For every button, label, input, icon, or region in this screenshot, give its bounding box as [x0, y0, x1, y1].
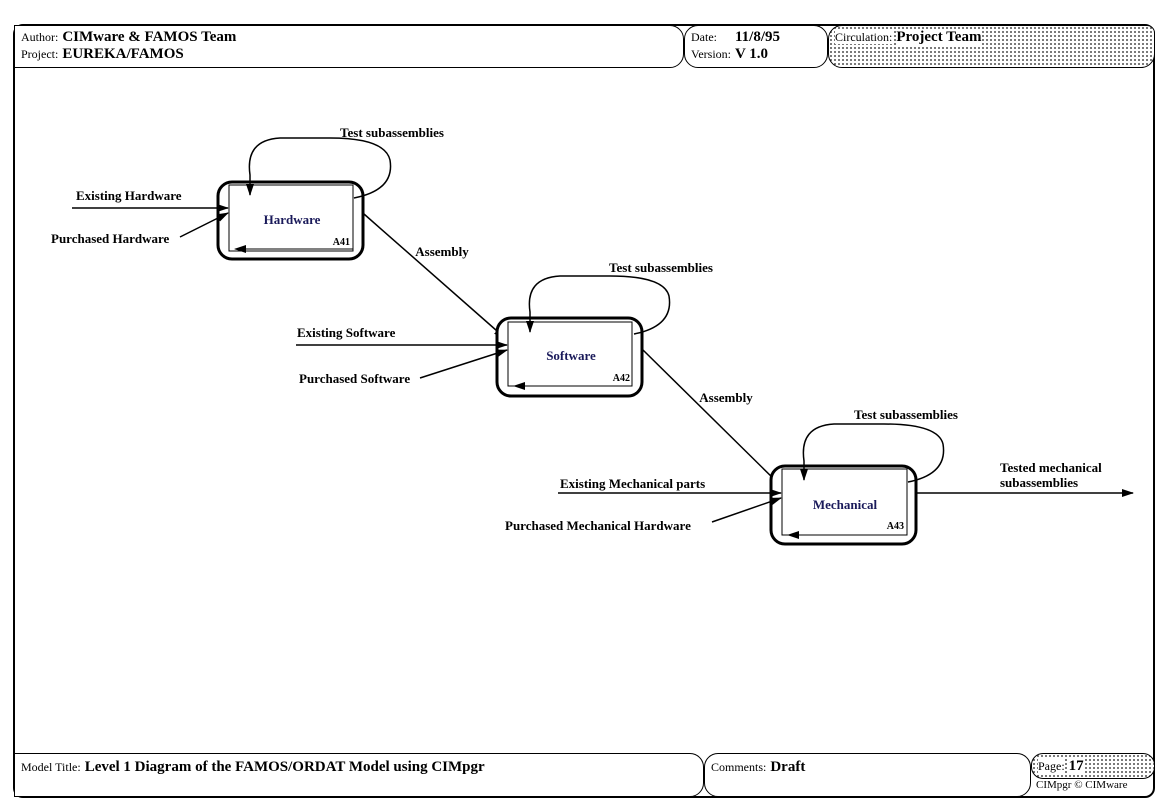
label-output-line2: subassemblies — [1000, 475, 1078, 490]
label-existing-hardware: Existing Hardware — [76, 188, 182, 203]
label-existing-software: Existing Software — [297, 325, 396, 340]
version-label: Version: — [691, 47, 731, 61]
model-title-value: Level 1 Diagram of the FAMOS/ORDAT Model… — [84, 759, 485, 775]
label-existing-mechanical: Existing Mechanical parts — [560, 476, 705, 491]
author-value: CIMware & FAMOS Team — [62, 29, 237, 45]
label-purchased-hardware: Purchased Hardware — [51, 231, 170, 246]
activity-name-hardware: Hardware — [264, 212, 321, 227]
activity-box-mechanical[interactable]: Mechanical A43 — [769, 464, 918, 546]
loop-test-software — [526, 275, 671, 335]
header-date-version-cell: Date: 11/8/95 Version: V 1.0 — [684, 25, 828, 68]
arrow-purchased-mechanical — [711, 497, 782, 523]
activity-id-a42: A42 — [613, 373, 630, 384]
version-value: V 1.0 — [735, 46, 769, 62]
activity-id-a43: A43 — [887, 521, 904, 532]
label-test-mechanical: Test subassemblies — [854, 407, 958, 422]
footer-comments-cell: Comments: Draft — [704, 753, 1031, 797]
project-value: EUREKA/FAMOS — [62, 46, 184, 62]
comments-value: Draft — [770, 759, 806, 775]
circulation-value: Project Team — [896, 29, 982, 45]
arrow-assembly-2 — [642, 349, 781, 486]
page-value: 17 — [1068, 758, 1084, 774]
arrow-purchased-software — [419, 349, 508, 379]
footer-page-cell: Page: 17 — [1031, 753, 1155, 779]
copyright-text: CIMpgr © CIMware — [1036, 779, 1128, 791]
date-value: 11/8/95 — [735, 29, 781, 45]
label-assembly-1: Assembly — [415, 244, 469, 259]
label-test-hardware: Test subassemblies — [340, 125, 444, 140]
circulation-label: Circulation: — [835, 30, 893, 44]
author-label: Author: — [21, 30, 59, 44]
footer-model-title-cell: Model Title: Level 1 Diagram of the FAMO… — [14, 753, 704, 797]
project-label: Project: — [21, 47, 59, 61]
label-purchased-mechanical: Purchased Mechanical Hardware — [505, 518, 691, 533]
label-assembly-2: Assembly — [699, 390, 753, 405]
comments-label: Comments: — [711, 760, 767, 774]
arrow-assembly-1 — [363, 213, 506, 339]
label-output-line1: Tested mechanical — [1000, 460, 1102, 475]
label-test-software: Test subassemblies — [609, 260, 713, 275]
loop-test-mechanical — [800, 423, 945, 483]
activity-name-software: Software — [546, 348, 596, 363]
page-label: Page: — [1038, 759, 1065, 773]
loop-test-hardware — [246, 137, 392, 199]
arrow-purchased-hardware — [179, 212, 229, 238]
activity-box-hardware[interactable]: Hardware A41 — [216, 180, 365, 261]
activity-box-software[interactable]: Software A42 — [495, 316, 644, 398]
activity-name-mechanical: Mechanical — [813, 497, 878, 512]
model-title-label: Model Title: — [21, 760, 81, 774]
date-label: Date: — [691, 30, 717, 44]
activity-id-a41: A41 — [333, 237, 350, 248]
header-circulation-cell: Circulation: Project Team — [828, 25, 1155, 68]
label-purchased-software: Purchased Software — [299, 371, 410, 386]
header-author-project-cell: Author: CIMware & FAMOS Team Project: EU… — [14, 25, 684, 68]
